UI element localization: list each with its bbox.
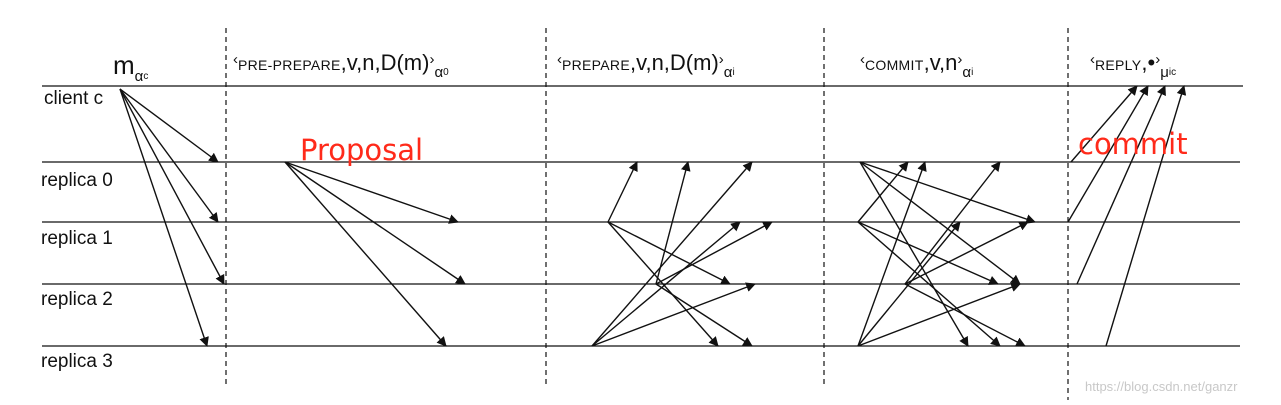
commit-arrow-r0-to-r1: [859, 161, 1036, 224]
prepare-close: ›: [718, 51, 724, 68]
commit-arrow-r3-to-r2: [857, 282, 1021, 347]
request-sub: α: [134, 68, 144, 85]
commit-open: ‹: [860, 51, 865, 68]
header-pre-prepare: ‹PRE-PREPARE,v,n,D(m)›α0: [233, 50, 449, 81]
prepare-args: ,v,n,D(m): [629, 50, 719, 75]
prepare-arrow-r1-to-r3: [607, 221, 719, 347]
prepare-arrow-r1-to-r2: [607, 221, 731, 285]
node-label-replica0: replica 0: [41, 170, 113, 191]
request-arrow-to-replica1: [119, 88, 219, 223]
commit-close: ›: [957, 51, 963, 68]
reply-arrow-replica2: [1076, 85, 1166, 285]
prepare-arrow-r2-to-r0: [655, 161, 691, 285]
pre-prepare-close: ›: [429, 51, 435, 68]
commit-sub: α: [962, 64, 972, 81]
reply-sub: μ: [1160, 64, 1169, 81]
reply-arrow-replica3: [1105, 85, 1187, 347]
reply-arrow-replica0: [1070, 85, 1138, 163]
pre-prepare-name: PRE-PREPARE: [238, 57, 341, 73]
commit-arrow-r0-to-r3: [859, 161, 969, 347]
preprepare-arrow-to-replica1: [284, 161, 459, 224]
request-arrow-to-replica2: [119, 88, 225, 285]
reply-name: REPLY: [1095, 57, 1142, 73]
commit-name: COMMIT: [865, 57, 924, 73]
commit-arrow-r1-to-r3: [857, 221, 1001, 347]
prepare-arrow-r1-to-r0: [607, 161, 638, 223]
annotation-proposal: Proposal: [300, 133, 424, 167]
pre-prepare-subsub: 0: [443, 67, 449, 78]
prepare-arrow-r2-to-r1: [655, 221, 773, 285]
node-label-replica1: replica 1: [41, 228, 113, 249]
request-subsub: c: [143, 71, 149, 82]
annotation-commit: commit: [1078, 127, 1188, 161]
prepare-arrow-r2-to-r3: [655, 283, 753, 347]
prepare-arrow-r3-to-r0: [591, 161, 753, 347]
reply-close: ›: [1155, 51, 1161, 68]
header-commit: ‹COMMIT,v,n›αi: [860, 50, 974, 81]
commit-arrow-r1-to-r0: [857, 161, 909, 223]
message-arrows: [119, 85, 1187, 347]
preprepare-arrow-to-replica2: [284, 161, 466, 285]
reply-args: ,•: [1141, 50, 1156, 75]
commit-arrow-r0-to-r2: [859, 161, 1021, 285]
pre-prepare-args: ,v,n,D(m): [340, 50, 430, 75]
reply-subsub: ic: [1168, 67, 1177, 78]
prepare-arrow-r3-to-r1: [591, 221, 741, 347]
commit-subsub: i: [971, 67, 974, 78]
node-label-replica3: replica 3: [41, 351, 113, 372]
header-request: mαc: [113, 50, 149, 85]
commit-arrow-r2-to-r0: [904, 161, 1001, 285]
header-reply: ‹REPLY,•›μic: [1090, 50, 1177, 81]
prepare-open: ‹: [557, 51, 562, 68]
reply-arrow-replica1: [1067, 85, 1149, 223]
prepare-subsub: i: [732, 67, 735, 78]
commit-arrow-r3-to-r1: [857, 221, 961, 347]
pre-prepare-open: ‹: [233, 51, 238, 68]
reply-open: ‹: [1090, 51, 1095, 68]
commit-arrow-r2-to-r3: [904, 283, 1026, 347]
commit-arrow-r3-to-r0: [857, 161, 927, 347]
watermark: https://blog.csdn.net/ganzr: [1085, 379, 1238, 394]
commit-args: ,v,n: [923, 50, 958, 75]
node-label-replica2: replica 2: [41, 289, 113, 310]
prepare-arrow-r3-to-r2: [591, 282, 756, 347]
commit-arrow-r2-to-r1: [904, 221, 1029, 285]
prepare-sub: α: [723, 64, 733, 81]
preprepare-arrow-to-replica3: [284, 161, 447, 347]
node-label-client: client c: [44, 88, 104, 109]
request-arrow-to-replica3: [119, 88, 209, 347]
request-arrow-to-replica0: [119, 88, 219, 163]
header-prepare: ‹PREPARE,v,n,D(m)›αi: [557, 50, 735, 81]
prepare-name: PREPARE: [562, 57, 630, 73]
request-base: m: [113, 50, 135, 80]
pre-prepare-sub: α: [434, 64, 444, 81]
commit-arrow-r1-to-r2: [857, 221, 999, 285]
